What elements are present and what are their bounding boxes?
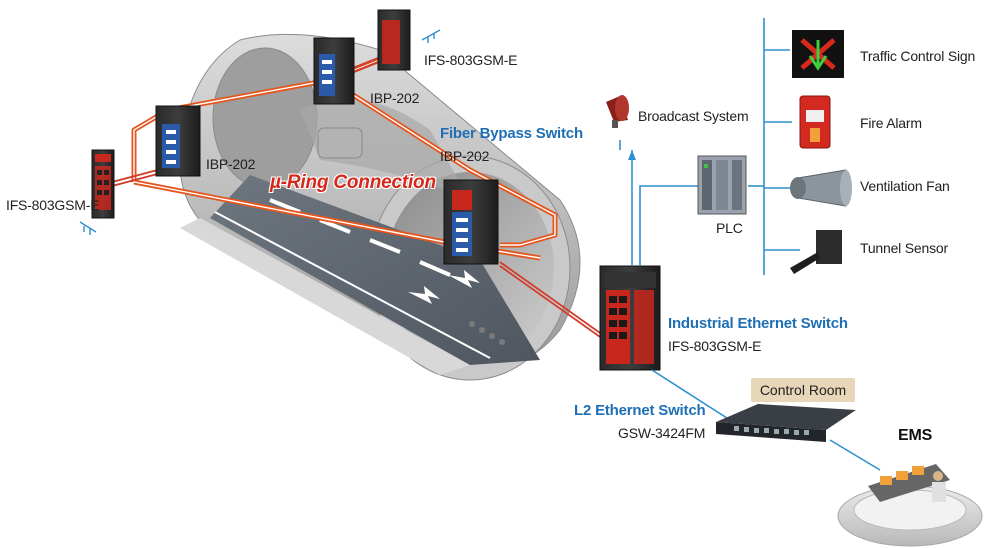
fiber-bypass-switch — [443, 179, 499, 265]
ibp-left-label: IBP-202 — [206, 156, 256, 172]
ems-station — [837, 464, 983, 547]
plc-label: PLC — [716, 220, 743, 236]
plc-unit — [697, 155, 747, 215]
ifs-left-label: IFS-803GSM-E — [6, 197, 100, 213]
ring-connection-label: µ-Ring Connection — [270, 172, 436, 193]
ventilation-fan-label: Ventilation Fan — [860, 178, 950, 194]
control-room-badge: Control Room — [751, 378, 855, 402]
l2-switch-model: GSW-3424FM — [618, 425, 706, 441]
broadcast-speaker — [606, 95, 629, 128]
tunnel-sensor-device — [790, 230, 842, 274]
fiber-bypass-title: Fiber Bypass Switch — [440, 125, 583, 142]
industrial-ethernet-switch — [599, 265, 661, 371]
fire-alarm-label: Fire Alarm — [860, 115, 922, 131]
ifs-switch-left — [91, 149, 115, 219]
ems-label: EMS — [898, 427, 933, 444]
traffic-sign — [792, 30, 844, 78]
control-room-label: Control Room — [759, 382, 847, 398]
ifs-switch-top — [377, 9, 411, 71]
ifs-top-label: IFS-803GSM-E — [424, 52, 518, 68]
ibp-switch-top — [313, 37, 355, 105]
broadcast-label: Broadcast System — [638, 108, 749, 124]
broadcast-arrow — [628, 150, 636, 160]
network-links — [619, 18, 881, 471]
fire-alarm-device — [799, 95, 831, 149]
traffic-sign-label: Traffic Control Sign — [860, 48, 976, 64]
ibp-switch-left — [155, 105, 201, 177]
ventilation-fan — [790, 169, 852, 207]
industrial-switch-title: Industrial Ethernet Switch — [668, 315, 848, 332]
tunnel — [179, 33, 581, 381]
fiber-bypass-model: IBP-202 — [440, 148, 490, 164]
industrial-switch-model: IFS-803GSM-E — [668, 338, 762, 354]
l2-switch-title: L2 Ethernet Switch — [574, 402, 706, 419]
tunnel-sensor-label: Tunnel Sensor — [860, 240, 948, 256]
ground-symbols — [79, 29, 441, 235]
l2-ethernet-switch — [716, 404, 856, 442]
ibp-top-label: IBP-202 — [370, 90, 420, 106]
